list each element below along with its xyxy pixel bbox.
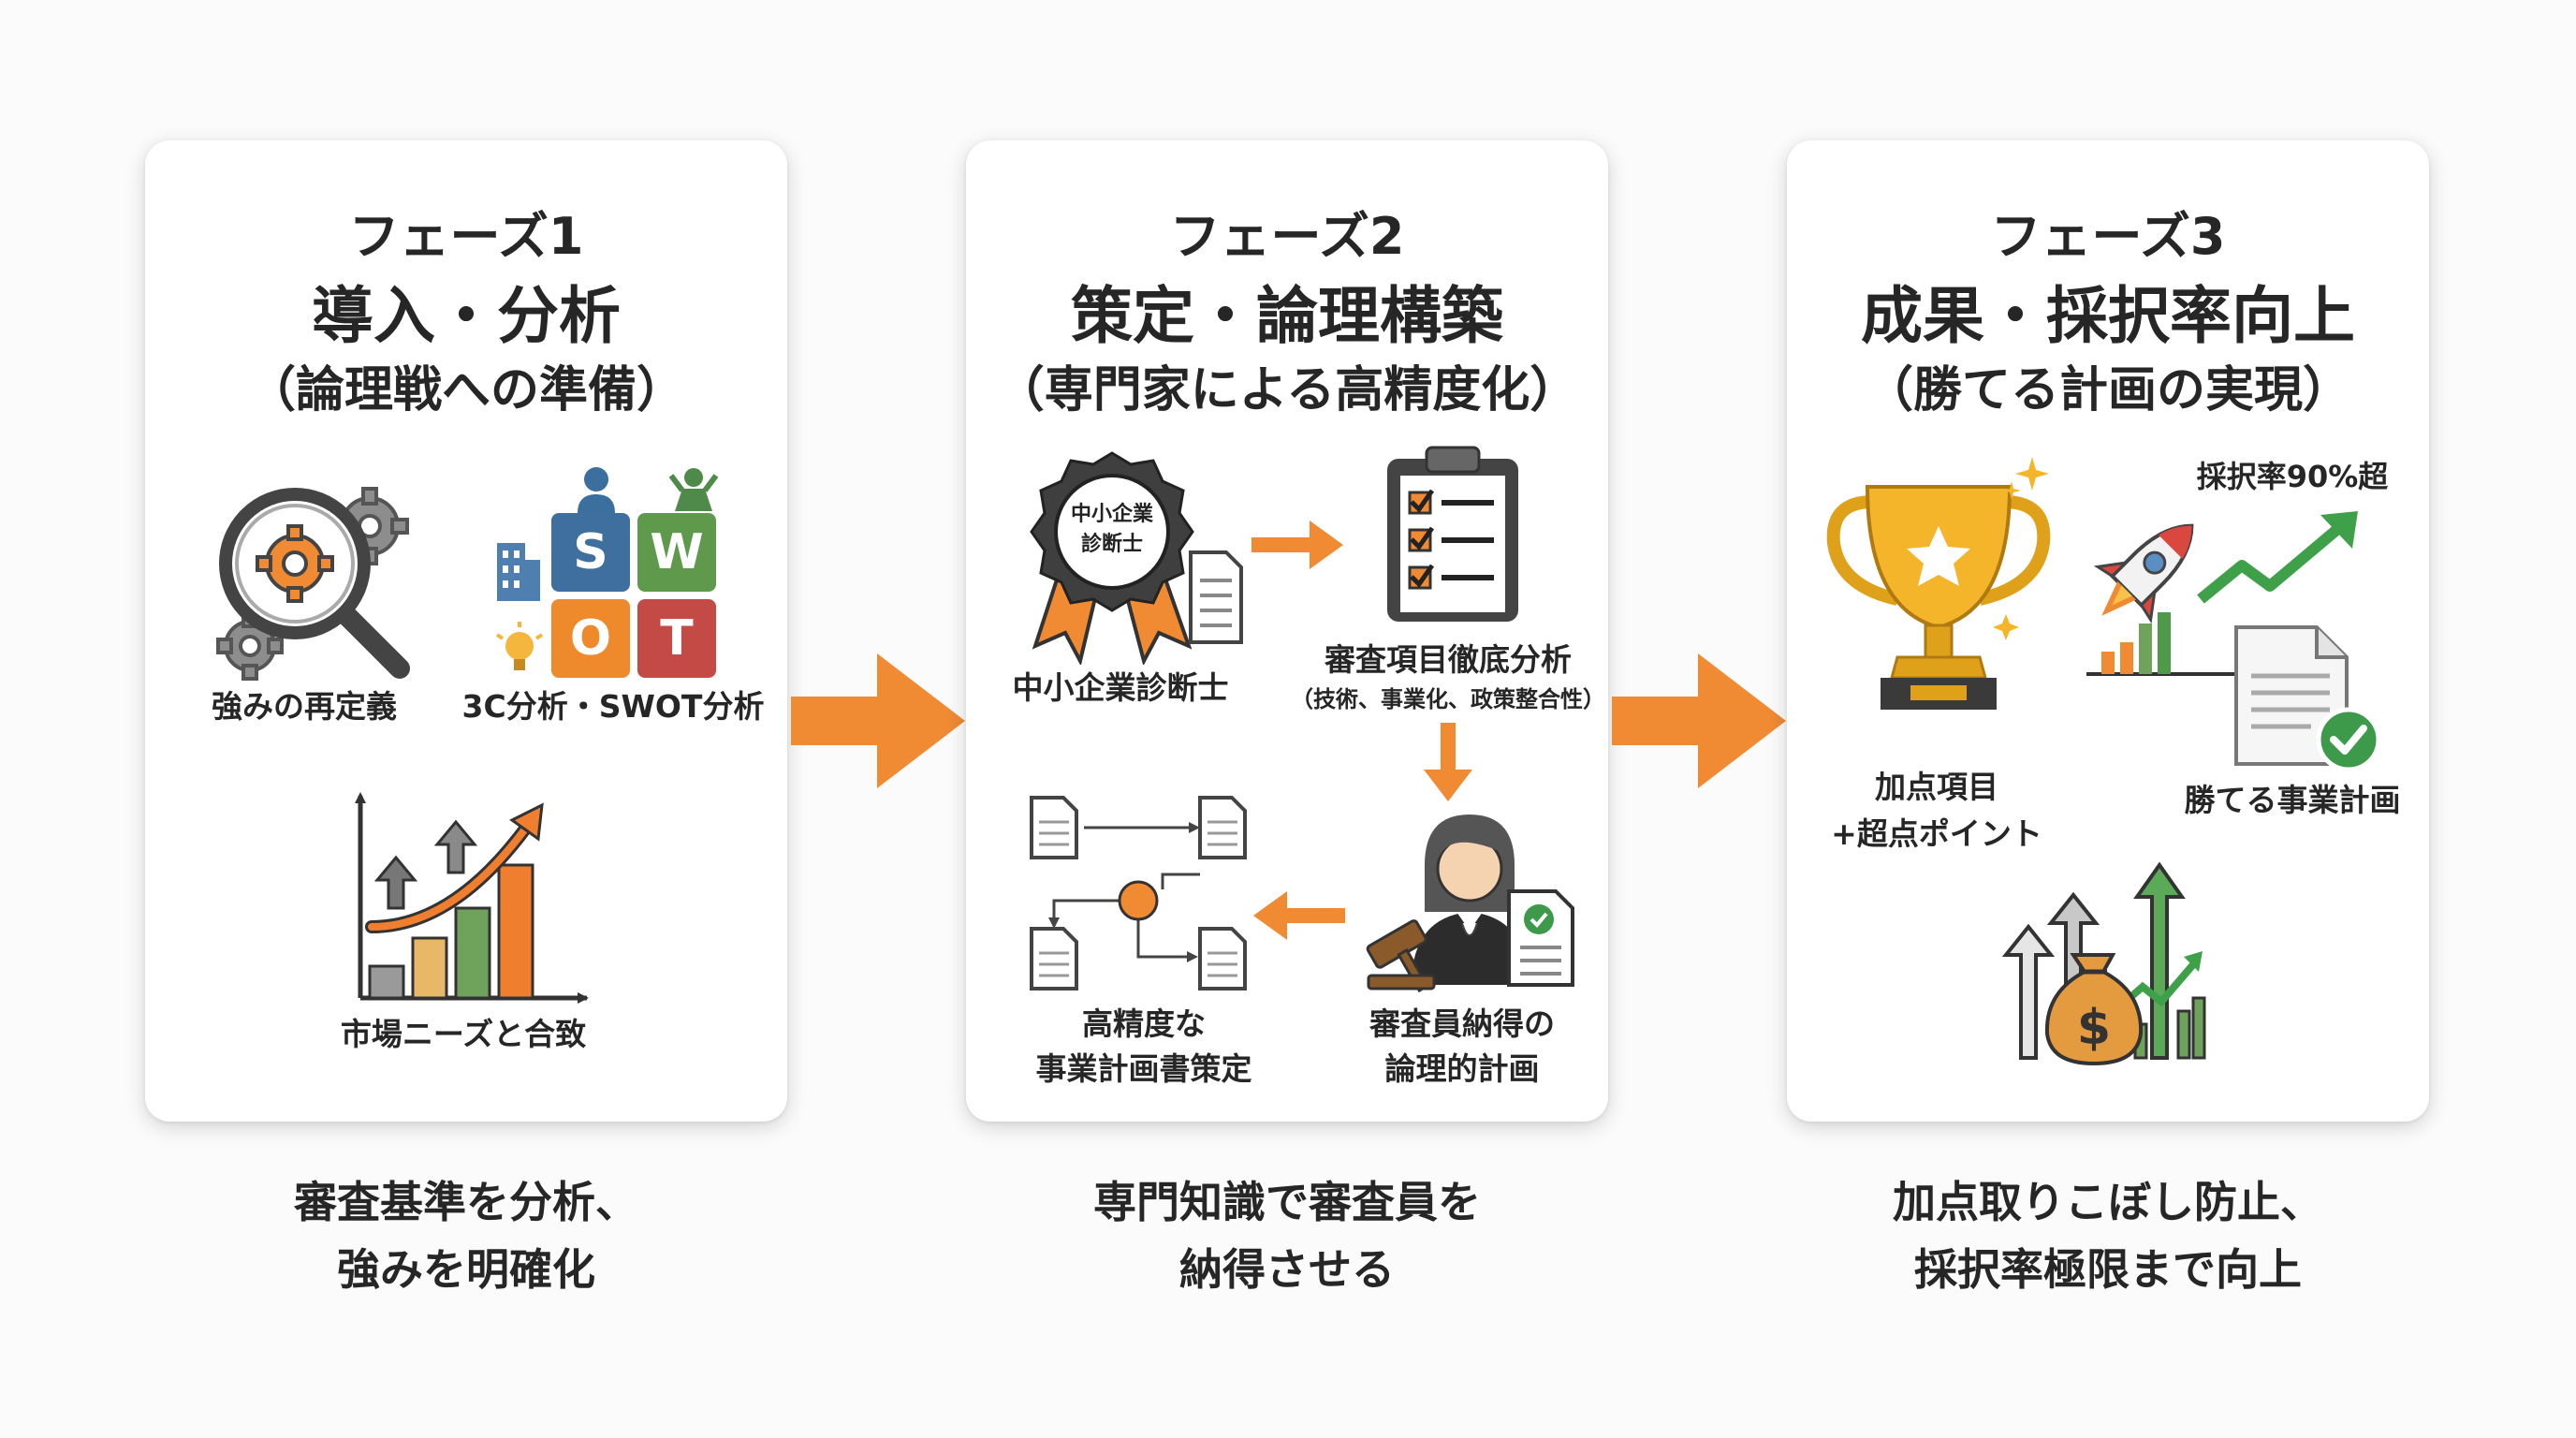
phase-1-caption-line-2: 強みを明確化 [337,1244,595,1295]
judge-gavel-icon [1366,814,1574,993]
item-label-plan-line-1: 高精度な [1082,1005,1206,1042]
swot-s: S [573,524,608,580]
badge-text-line-1: 中小企業 [1070,503,1153,526]
swot-o: O [569,610,612,667]
phase-2-caption-line-2: 納得させる [1179,1244,1395,1295]
phase-1-card: フェーズ1 導入・分析 （論理戦への準備） 強みの再定義 [145,140,787,1122]
phase-1-label: フェーズ1 [348,207,584,266]
phase-2-card: フェーズ2 策定・論理構築 （専門家による高精度化） 中小企業 診断士 中小企業… [966,140,1608,1122]
phase-3-caption-line-2: 採択率極限まで向上 [1914,1244,2302,1295]
gear-magnifier-icon [216,487,410,681]
arrow-down-icon [1424,723,1472,801]
flow-arrow-right-icon [1612,653,1786,788]
item-label-judge: 審査員納得の 論理的計画 [1322,1002,1603,1092]
svg-text:$: $ [2077,1000,2111,1056]
item-label-judge-line-2: 論理的計画 [1384,1050,1540,1087]
item-label-bonus: 加点項目 +超点ポイント [1787,764,2086,858]
rocket-growth-icon [2086,511,2358,676]
document-flow-icon [1030,796,1247,990]
phase-3-title: 成果・採択率向上 [1861,280,2355,352]
certification-badge-icon: 中小企業 診断士 [1003,449,1256,665]
item-label-plan: 高精度な 事業計画書策定 [1003,1002,1284,1092]
swot-grid-icon: S W O T [491,459,772,693]
phase-2-caption-line-1: 専門知識で審査員を [1093,1177,1481,1227]
item-label-rate: 採択率90%超 [2196,459,2389,494]
item-label-plan-line-2: 事業計画書策定 [1035,1050,1252,1087]
approved-document-icon [2234,625,2381,772]
phase-3-card: フェーズ3 成果・採択率向上 （勝てる計画の実現） 加点項目 +超点ポイント 採… [1787,140,2429,1122]
item-label-bonus-line-1: 加点項目 [1875,769,1998,805]
item-label-bonus-line-2: +超点ポイント [1831,815,2042,852]
item-label-market: 市場ニーズと合致 [340,1016,587,1052]
phase-2-label: フェーズ2 [1169,207,1405,266]
arrow-right-icon [1251,521,1343,569]
phase-3-caption-line-1: 加点取りこぼし防止、 [1893,1177,2323,1227]
phase-2-subtitle: （専門家による高精度化） [995,362,1579,418]
arrow-left-icon [1253,891,1345,940]
phase-2-title: 策定・論理構築 [1071,280,1503,352]
item-label-consultant: 中小企業診断士 [1012,669,1229,706]
phase-1-title: 導入・分析 [312,280,621,352]
badge-text-line-2: 診断士 [1080,533,1143,556]
item-label-swot: 3C分析・SWOT分析 [461,688,765,725]
phase-1-subtitle: （論理戦への準備） [246,362,685,418]
trophy-icon [1826,457,2051,710]
checklist-clipboard-icon [1387,446,1518,622]
money-bag-growth-icon: $ [2001,861,2206,1066]
item-label-strength: 強みの再定義 [212,688,397,725]
phase-2-caption: 専門知識で審査員を 納得させる [966,1168,1608,1303]
item-label-judge-line-1: 審査員納得の [1369,1005,1555,1042]
swot-t: T [660,610,694,667]
growth-bar-chart-icon [355,792,589,1004]
item-label-review-analysis: 審査項目徹底分析 [1325,641,1572,678]
badge-text: 中小企業 診断士 [1056,500,1168,560]
phase-3-caption: 加点取りこぼし防止、 採択率極限まで向上 [1787,1168,2429,1303]
phase-3-label: フェーズ3 [1990,207,2226,266]
flow-arrow-right-icon [791,653,965,788]
item-label-winning-plan: 勝てる事業計画 [2184,782,2401,818]
item-sublabel-review-analysis: （技術、事業化、政策整合性） [1291,686,1605,712]
phase-1-caption-line-1: 審査基準を分析、 [294,1177,638,1227]
swot-w: W [650,524,704,580]
phase-3-subtitle: （勝てる計画の実現） [1864,362,2351,418]
phase-1-caption: 審査基準を分析、 強みを明確化 [145,1168,787,1303]
